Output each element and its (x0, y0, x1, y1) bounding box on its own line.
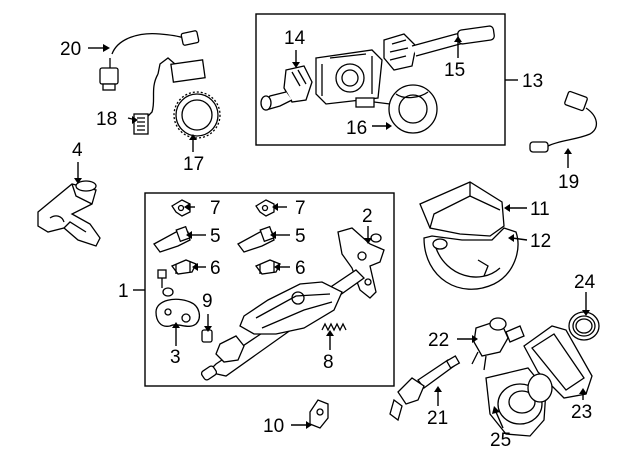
part-5-lever-b (237, 225, 275, 253)
callout-23: 23 (571, 402, 592, 423)
callout-14: 14 (284, 28, 306, 49)
part-21-intermediate-shaft (389, 355, 461, 422)
part-20-harness (99, 30, 200, 91)
leader-lines (74, 36, 590, 429)
callout-5b: 5 (295, 226, 306, 247)
callout-7b: 7 (295, 198, 306, 219)
part-8-spring (321, 322, 347, 332)
callout-8: 8 (323, 352, 334, 373)
callout-25: 25 (490, 430, 511, 451)
callout-24: 24 (574, 272, 596, 293)
part-15-wiper-switch (383, 25, 495, 71)
part-16-spiral-cable (355, 84, 438, 134)
callout-17: 17 (183, 154, 204, 175)
callout-10: 10 (263, 416, 284, 437)
callout-6b: 6 (295, 258, 306, 279)
callout-20: 20 (60, 39, 81, 60)
part-22-universal-joint (471, 317, 525, 371)
callout-12: 12 (530, 231, 551, 252)
callout-5a: 5 (210, 226, 221, 247)
part-4-lock-housing (37, 180, 101, 247)
callout-7a: 7 (210, 198, 221, 219)
part-14-turn-signal-switch (260, 65, 313, 111)
callout-4: 4 (72, 140, 83, 161)
callout-15: 15 (444, 60, 465, 81)
part-24-bushing (568, 311, 600, 341)
part-column-shaft (200, 269, 366, 381)
part-11-upper-cover (419, 181, 505, 237)
callout-13: 13 (522, 71, 543, 92)
callout-6a: 6 (210, 258, 221, 279)
part-25-boot (485, 367, 553, 437)
column-assembly-box (144, 192, 395, 387)
callout-16: 16 (346, 118, 367, 139)
part-7-bracket-a (171, 199, 191, 217)
part-7-bracket-b (255, 199, 275, 217)
part-5-lever-a (153, 225, 191, 253)
callout-labels: 20 18 17 4 14 15 16 13 19 11 12 2 7 7 5 … (60, 28, 596, 451)
part-12-lower-cover (423, 227, 519, 290)
callout-22: 22 (428, 330, 449, 351)
part-17-sensor-ring (173, 91, 221, 139)
callout-18: 18 (96, 109, 117, 130)
part-18-module (133, 57, 206, 135)
callout-19: 19 (558, 172, 579, 193)
part-3-plate (155, 298, 201, 327)
callout-3: 3 (170, 347, 181, 368)
callout-1: 1 (118, 281, 129, 302)
callout-21: 21 (427, 408, 448, 429)
part-19-sensor (529, 90, 597, 153)
callout-9: 9 (202, 291, 213, 312)
part-bolt (157, 269, 174, 297)
part-10-clip (309, 399, 329, 429)
part-switch-body (315, 49, 383, 105)
callout-11: 11 (530, 199, 550, 220)
callout-2: 2 (362, 206, 373, 227)
part-6-clip-b (254, 259, 281, 275)
part-9-cap (201, 329, 213, 343)
